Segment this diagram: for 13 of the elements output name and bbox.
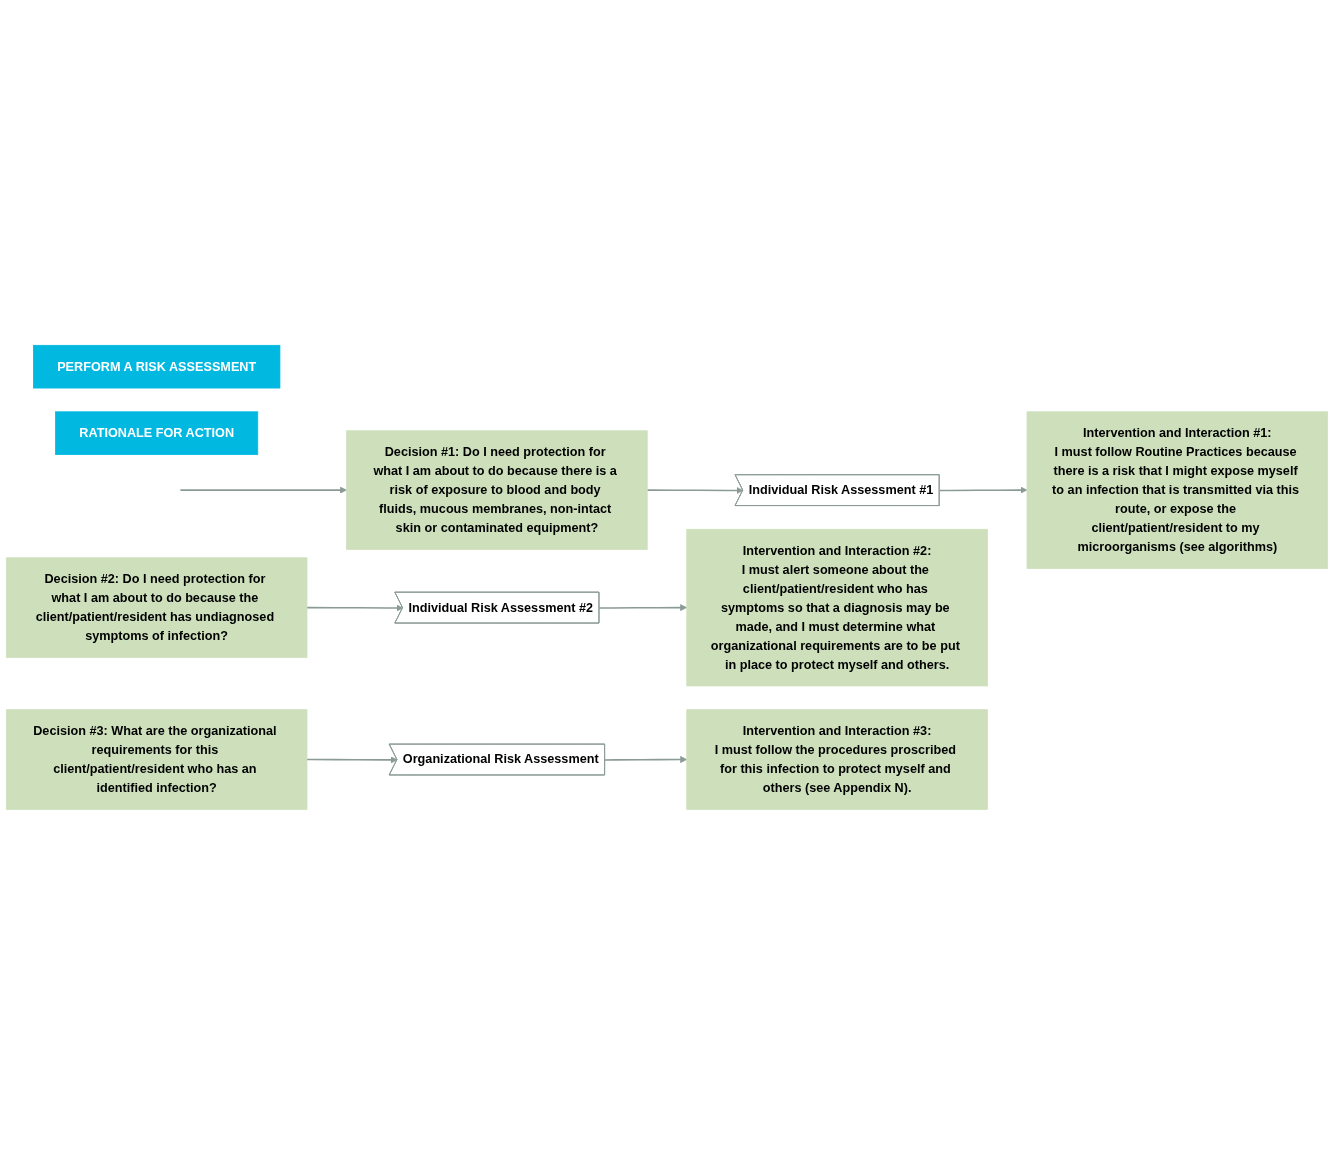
node-box: RATIONALE FOR ACTION: [55, 411, 259, 455]
arrow: [604, 755, 688, 763]
node-box: Intervention and Interaction #1: I must follow Routine Practices because there is a risk that I might expose myself to an infection that is transmitted via this route, or expose the client/patient/resident to my microorganisms (see algorithms): [1026, 411, 1329, 569]
node-box: Decision #3: What are the organizational requirements for this client/patient/resident who has an identified infection?: [5, 708, 308, 810]
arrow: [938, 486, 1028, 494]
node-box: Intervention and Interaction #2: I must alert someone about the client/patient/resident who has symptoms so that a diagnosis may be made, and I must determine what organizational requirements are to be put in place to protect myself and others.: [686, 528, 988, 686]
arrow: [598, 603, 688, 611]
arrow: [306, 756, 398, 763]
node-box: Intervention and Interaction #3: I must follow the procedures proscribed for this infection to protect myself and others (see Appendix N).: [686, 708, 988, 810]
node-box: PERFORM A RISK ASSESSMENT: [33, 344, 281, 389]
node-box: Decision #1: Do I need protection for what I am about to do because there is a risk of exposure to blood and body fluids, mucous membranes, non-intact skin or contaminated equipment?: [346, 430, 648, 550]
node-box: Decision #2: Do I need protection for what I am about to do because the client/patient/resident has undiagnosed symptoms of infection?: [5, 557, 308, 658]
arrow: [179, 486, 347, 494]
